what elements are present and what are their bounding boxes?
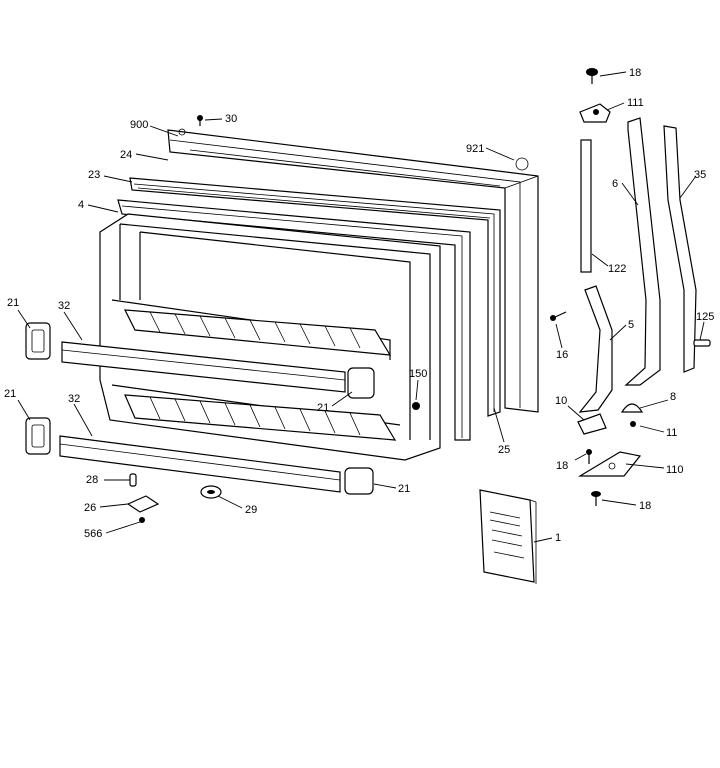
owner-manual	[479, 489, 537, 584]
screw-150	[412, 402, 420, 410]
callout-122: 122	[608, 263, 626, 275]
screw-11	[630, 421, 636, 427]
upper-shelf	[123, 309, 392, 356]
shelf-end-cap-left-upper	[25, 322, 51, 360]
lower-shelf	[124, 394, 397, 441]
leader-lines	[17, 71, 705, 543]
callout-111: 111	[627, 97, 644, 109]
door-gasket	[129, 177, 501, 417]
screw-18-mid	[586, 449, 592, 464]
door-shelf-bar-upper	[61, 341, 346, 393]
callout-6: 6	[612, 178, 618, 190]
hinge-screw-top	[586, 68, 598, 84]
screw-30	[197, 115, 203, 126]
callout-21-c: 21	[4, 388, 16, 400]
handle-cap-5	[578, 285, 613, 413]
callout-8: 8	[670, 391, 676, 403]
hinge-part-10	[577, 413, 607, 435]
hinge-bar-122	[580, 139, 592, 273]
callout-11: 11	[666, 427, 677, 439]
callout-110: 110	[666, 464, 684, 476]
callout-30: 30	[225, 113, 237, 125]
callout-26: 26	[84, 502, 96, 514]
screw-16	[550, 311, 567, 321]
screw-18-low	[591, 491, 601, 506]
shelf-end-cap-left-lower	[25, 417, 51, 455]
pin-28	[129, 473, 137, 487]
handle-35	[663, 125, 697, 373]
callout-4: 4	[78, 199, 84, 211]
callout-32-a: 32	[58, 300, 70, 312]
callout-21-d: 21	[398, 483, 410, 495]
callout-18-mid: 18	[556, 460, 568, 472]
screw-566	[139, 517, 145, 523]
callout-21-b: 21	[317, 402, 329, 414]
bottom-hinge-110	[577, 451, 642, 477]
callout-5: 5	[628, 319, 634, 331]
callout-24: 24	[120, 149, 132, 161]
callout-150: 150	[409, 368, 427, 380]
callout-900: 900	[130, 119, 148, 131]
callout-18-low: 18	[639, 500, 651, 512]
shelf-end-cap-right-upper	[347, 367, 375, 399]
callout-25: 25	[498, 444, 510, 456]
callout-10: 10	[555, 395, 567, 407]
hinge-cover-8	[620, 403, 644, 413]
bumper-29	[200, 485, 222, 499]
callout-32-b: 32	[68, 393, 80, 405]
handle-trim-6	[624, 117, 661, 386]
plug-125	[693, 339, 711, 347]
shelf-end-cap-right-lower	[344, 467, 374, 495]
callout-35: 35	[694, 169, 706, 181]
callout-21-a: 21	[7, 297, 19, 309]
outer-door-panel	[167, 128, 539, 413]
callout-16: 16	[556, 349, 568, 361]
door-shelf-bar-lower	[59, 435, 341, 493]
callout-29: 29	[245, 504, 257, 516]
callout-921: 921	[466, 143, 484, 155]
callout-125: 125	[696, 311, 714, 323]
hinge-bracket-111	[579, 103, 611, 123]
callout-23: 23	[88, 169, 100, 181]
callout-566: 566	[84, 528, 102, 540]
callout-labels: 18 111 30 900 921 24 6 35 23 4 122 21 32…	[4, 67, 714, 544]
callout-1: 1	[555, 532, 561, 544]
door-liner-frame	[117, 199, 471, 441]
callout-18-top: 18	[629, 67, 641, 79]
callout-28: 28	[86, 474, 98, 486]
stop-26	[126, 495, 160, 513]
